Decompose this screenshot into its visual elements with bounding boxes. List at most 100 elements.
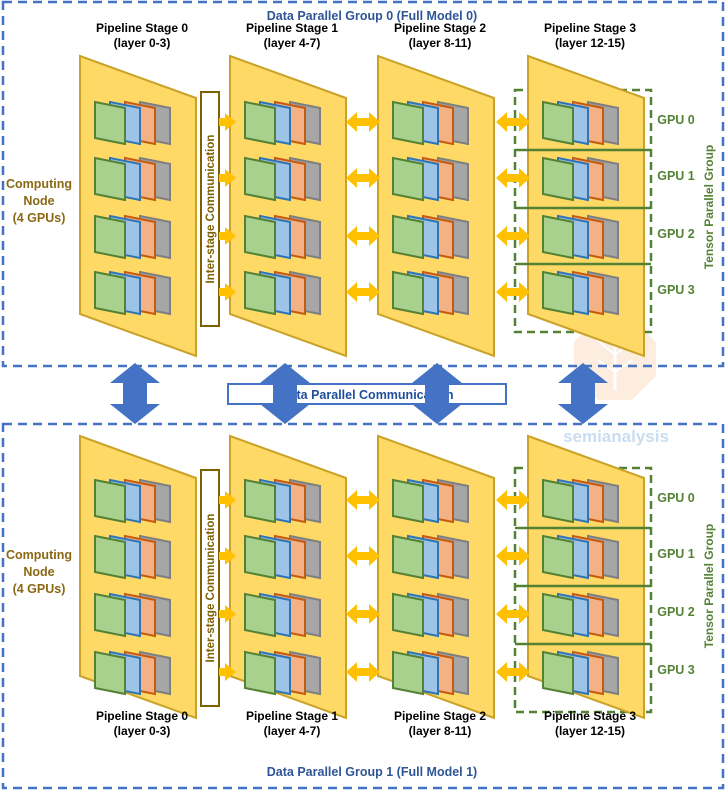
pipeline-stage-2: Pipeline Stage 2(layer 8-11) [377, 434, 495, 738]
stage-name: Pipeline Stage 1 [246, 21, 338, 35]
inter-stage-arrow [219, 663, 236, 681]
gpu-layer-card-gray [542, 156, 574, 202]
gpu-card-stack [244, 650, 321, 696]
gpu-layer-card-gray [542, 100, 574, 146]
gpu-card-stack [392, 156, 469, 202]
pipeline-comm-arrow [346, 282, 380, 302]
gpu-card-stack [244, 270, 321, 316]
inter-stage-comm-label: Inter-stage Communication [205, 135, 217, 284]
gpu-layer-card-gray [244, 478, 276, 524]
pipeline-comm-arrow [496, 226, 530, 246]
pipeline-comm-arrow [496, 604, 530, 624]
group-border [1, 422, 725, 790]
gpu-layer-card-gray [542, 592, 574, 638]
pipeline-comm-arrow [496, 662, 530, 682]
gpu-card-stack [542, 534, 619, 580]
pipeline-stage-0: Pipeline Stage 0(layer 0-3) [79, 21, 197, 358]
gpu-label: GPU 2 [657, 227, 695, 241]
computing-node-label: Node [23, 565, 54, 579]
gpu-card-stack [542, 214, 619, 260]
gpu-label: GPU 1 [657, 547, 695, 561]
gpu-layer-card-gray [94, 534, 126, 580]
pipeline-comm-arrow [496, 546, 530, 566]
stage-layers: (layer 4-7) [264, 36, 321, 50]
gpu-layer-card-gray [392, 592, 424, 638]
pipeline-comm-arrow [496, 112, 530, 132]
gpu-layer-card-gray [94, 214, 126, 260]
gpu-layer-card-gray [244, 214, 276, 260]
inter-stage-arrow [219, 491, 236, 509]
stage-name: Pipeline Stage 2 [394, 709, 486, 723]
gpu-layer-card-gray [94, 100, 126, 146]
gpu-layer-card-gray [244, 100, 276, 146]
dp-arrow-0 [110, 363, 160, 424]
gpu-card-stack [542, 270, 619, 316]
stage-name: Pipeline Stage 3 [544, 21, 636, 35]
stage-name: Pipeline Stage 0 [96, 21, 188, 35]
data-parallel-group-1: Data Parallel Group 1 (Full Model 1)Comp… [1, 422, 725, 790]
pipeline-comm-arrow [346, 604, 380, 624]
stage-layers: (layer 4-7) [264, 724, 321, 738]
gpu-card-stack [244, 534, 321, 580]
stage-layers: (layer 8-11) [409, 36, 472, 50]
gpu-card-stack [94, 156, 171, 202]
gpu-card-stack [94, 100, 171, 146]
inter-stage-comm-label: Inter-stage Communication [205, 514, 217, 663]
gpu-card-stack [542, 478, 619, 524]
dp-arrow-1 [260, 363, 310, 424]
computing-node-label: Node [23, 194, 54, 208]
gpu-card-stack [392, 650, 469, 696]
stage-name: Pipeline Stage 0 [96, 709, 188, 723]
gpu-card-stack [244, 592, 321, 638]
gpu-card-stack [392, 534, 469, 580]
gpu-layer-card-gray [542, 214, 574, 260]
data-parallel-comm-label: Data Parallel Communication [281, 388, 454, 402]
gpu-layer-card-gray [392, 478, 424, 524]
gpu-layer-card-gray [542, 534, 574, 580]
inter-stage-arrow [219, 113, 236, 131]
gpu-label: GPU 3 [657, 663, 695, 677]
gpu-label: GPU 1 [657, 169, 695, 183]
pipeline-stage-1: Pipeline Stage 1(layer 4-7) [229, 21, 347, 358]
stage-layers: (layer 0-3) [114, 724, 171, 738]
pipeline-comm-arrow [496, 168, 530, 188]
gpu-card-stack [244, 100, 321, 146]
stage-layers: (layer 12-15) [555, 36, 625, 50]
inter-stage-arrow [219, 283, 236, 301]
gpu-layer-card-gray [392, 650, 424, 696]
gpu-card-stack [392, 270, 469, 316]
gpu-card-stack [94, 650, 171, 696]
gpu-card-stack [392, 214, 469, 260]
gpu-layer-card-gray [94, 478, 126, 524]
pipeline-comm-arrow [346, 662, 380, 682]
gpu-card-stack [94, 534, 171, 580]
gpu-card-stack [542, 100, 619, 146]
tensor-parallel-label: Tensor Parallel Group [702, 524, 716, 648]
gpu-card-stack [94, 270, 171, 316]
pipeline-stage-3: Pipeline Stage 3(layer 12-15) [527, 21, 645, 358]
gpu-card-stack [244, 214, 321, 260]
gpu-card-stack [392, 592, 469, 638]
stage-layers: (layer 0-3) [114, 36, 171, 50]
dp-arrow-2 [412, 363, 462, 424]
gpu-layer-card-gray [244, 592, 276, 638]
gpu-layer-card-gray [94, 592, 126, 638]
gpu-card-stack [244, 478, 321, 524]
gpu-layer-card-gray [542, 270, 574, 316]
data-parallel-communication: Data Parallel Communication [110, 363, 608, 424]
gpu-card-stack [94, 478, 171, 524]
pipeline-comm-arrow [346, 112, 380, 132]
gpu-layer-card-gray [94, 270, 126, 316]
dp-arrow-3 [558, 363, 608, 424]
pipeline-stage-2: Pipeline Stage 2(layer 8-11) [377, 21, 495, 358]
pipeline-comm-arrow [346, 168, 380, 188]
gpu-layer-card-gray [392, 100, 424, 146]
data-parallel-group-0: Data Parallel Group 0 (Full Model 0)Comp… [1, 0, 725, 368]
gpu-layer-card-gray [244, 534, 276, 580]
gpu-layer-card-gray [244, 156, 276, 202]
gpu-layer-card-gray [542, 478, 574, 524]
gpu-layer-card-gray [94, 650, 126, 696]
gpu-label: GPU 2 [657, 605, 695, 619]
stage-layers: (layer 8-11) [409, 724, 472, 738]
